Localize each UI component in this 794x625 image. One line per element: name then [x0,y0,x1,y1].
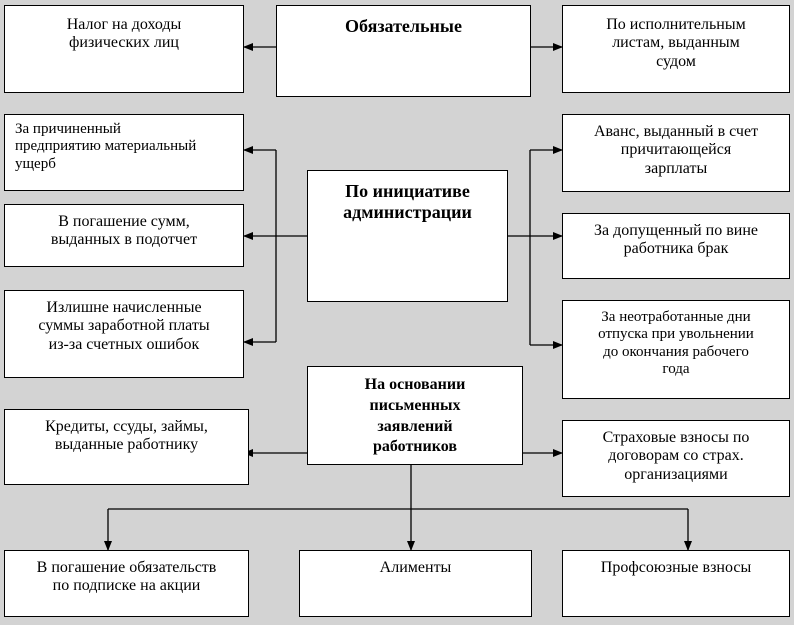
overpaid-box: Излишне начисленные суммы заработной пла… [4,290,244,378]
income-tax-label: Налог на доходы физических лиц [66,16,182,52]
advance-report-box: В погашение сумм, выданных в подотчет [4,204,244,267]
defect-label: За допущенный по вине работника брак [593,222,759,258]
overpaid-label: Излишне начисленные суммы заработной пла… [38,299,210,353]
admin-box: По инициативе администрации [307,170,508,302]
income-tax-box: Налог на доходы физических лиц [4,5,244,93]
union-box: Профсоюзные взносы [562,550,790,617]
admin-label: По инициативе администрации [343,181,472,222]
credits-label: Кредиты, ссуды, займы, выданные работник… [45,418,208,454]
written-label: На основании письменных заявлений работн… [364,376,466,456]
mandatory-label: Обязательные [345,16,462,36]
written-box: На основании письменных заявлений работн… [307,366,523,465]
shares-label: В погашение обязательств по подписке на … [36,559,217,595]
advance-salary-box: Аванс, выданный в счет причитающейся зар… [562,114,790,192]
alimony-box: Алименты [299,550,532,617]
advance-report-label: В погашение сумм, выданных в подотчет [50,213,198,249]
advance-salary-label: Аванс, выданный в счет причитающейся зар… [593,123,759,177]
damage-box: За причиненный предприятию материальный … [4,114,244,191]
alimony-label: Алименты [379,559,452,576]
vacation-label: За неотработанные дни отпуска при увольн… [598,309,754,377]
court-label: По исполнительным листам, выданным судом [606,16,746,70]
mandatory-box: Обязательные [276,5,531,97]
shares-box: В погашение обязательств по подписке на … [4,550,249,617]
union-label: Профсоюзные взносы [600,559,752,576]
vacation-box: За неотработанные дни отпуска при увольн… [562,300,790,399]
insurance-box: Страховые взносы по договорам со страх. … [562,420,790,497]
damage-label: За причиненный предприятию материальный … [15,121,197,172]
credits-box: Кредиты, ссуды, займы, выданные работник… [4,409,249,485]
court-box: По исполнительным листам, выданным судом [562,5,790,93]
insurance-label: Страховые взносы по договорам со страх. … [602,429,750,483]
defect-box: За допущенный по вине работника брак [562,213,790,279]
